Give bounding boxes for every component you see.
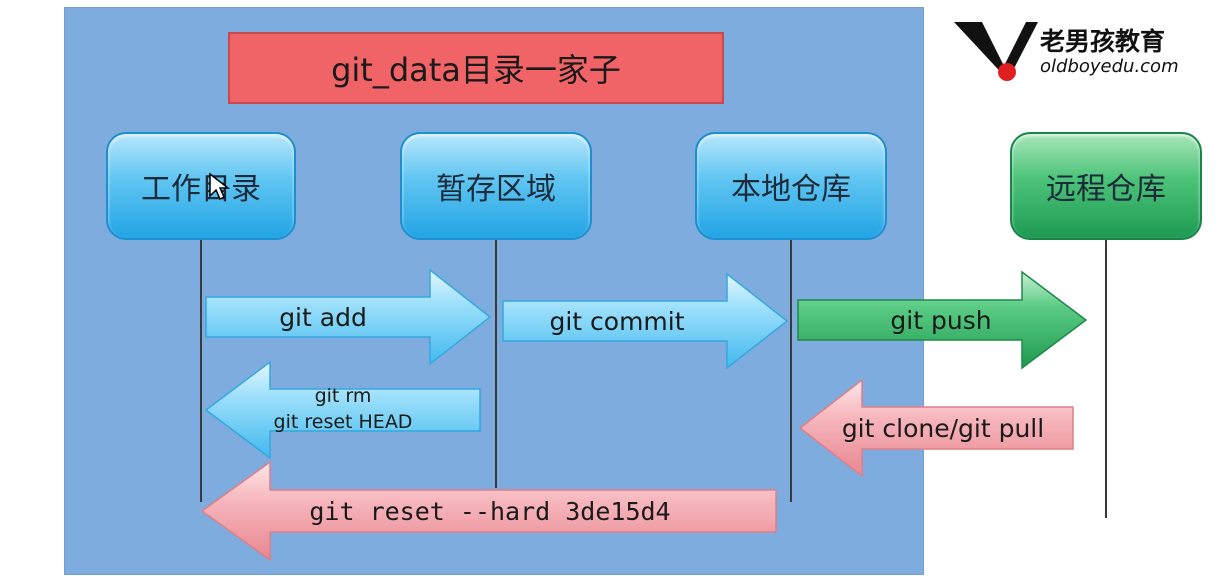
git-clone-pull-label: git clone/git pull	[841, 413, 1045, 443]
staging-node: 暂存区域	[400, 132, 592, 240]
git-rm-line2: git reset HEAD	[273, 411, 413, 433]
local-repo-node: 本地仓库	[695, 132, 887, 240]
remote-repo-lifeline	[1105, 240, 1107, 518]
work-dir-node: 工作目录	[106, 132, 296, 240]
oldboyedu-logo-icon	[954, 22, 1038, 81]
mouse-cursor-icon	[209, 172, 230, 201]
diagram-title: git_data目录一家子	[228, 32, 724, 104]
git-clone-pull-arrow	[798, 378, 1074, 478]
git-push-label: git push	[890, 305, 992, 335]
git-rm-line1: git rm	[314, 385, 372, 407]
git-add-arrow	[205, 268, 492, 366]
work-dir-lifeline	[200, 240, 202, 502]
staging-lifeline	[495, 240, 497, 488]
git-commit-arrow	[502, 272, 789, 370]
staging-label: 暂存区域	[436, 172, 556, 207]
local-repo-lifeline	[790, 240, 792, 502]
remote-repo-label: 远程仓库	[1046, 172, 1166, 207]
git-reset-hard-arrow	[200, 460, 777, 562]
git-rm-arrow	[204, 360, 481, 460]
remote-repo-node: 远程仓库	[1010, 132, 1202, 240]
git-push-arrow	[797, 270, 1088, 370]
logo-domain-text: oldboyedu.com	[1040, 56, 1179, 77]
git-rm-label: git rm git reset HEAD	[258, 383, 428, 435]
local-repo-label: 本地仓库	[731, 172, 851, 207]
logo-chinese-text: 老男孩教育	[1040, 27, 1166, 56]
git-commit-label: git commit	[549, 306, 685, 336]
git-reset-hard-label: git reset --hard 3de15d4	[309, 496, 671, 526]
work-dir-label: 工作目录	[141, 172, 261, 207]
git-add-label: git add	[279, 302, 367, 332]
